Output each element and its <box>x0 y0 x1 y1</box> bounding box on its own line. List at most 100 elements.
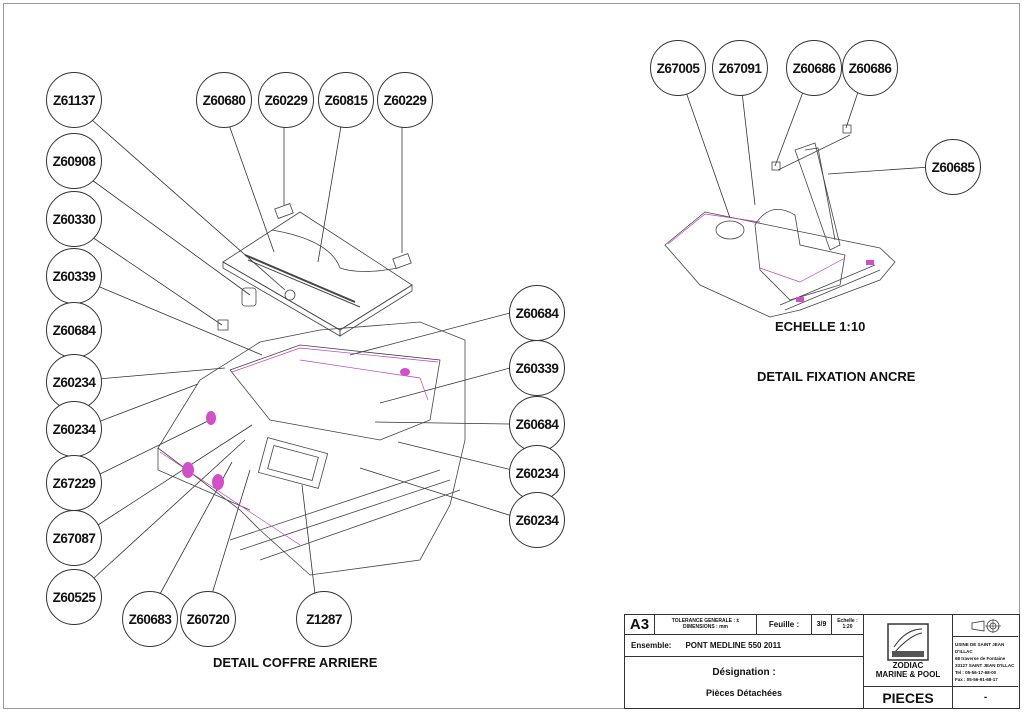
leader-line <box>774 91 804 167</box>
bracket-pin <box>777 134 851 171</box>
bolt <box>771 161 781 171</box>
leader-line <box>97 367 226 380</box>
drain-plug <box>182 462 194 478</box>
leader-line <box>91 236 223 326</box>
part-knob <box>284 289 296 301</box>
leader-line <box>97 424 253 526</box>
drawing-sheet <box>3 3 1020 709</box>
callout-bubble[interactable]: Z67091 <box>712 40 768 96</box>
part-cup <box>241 287 257 307</box>
rear-locker-assembly <box>157 203 466 576</box>
scale-label: Echelle : <box>837 618 858 624</box>
assembly-value: PONT MEDLINE 550 2011 <box>685 641 782 650</box>
leader-line <box>211 469 251 595</box>
leader-line <box>374 421 511 425</box>
leader-line <box>349 312 511 356</box>
revision-cell: - <box>983 692 988 704</box>
title-block: A3 TOLERANCE GENERALE : ± DIMENSIONS : m… <box>624 614 1020 709</box>
callout-bubble[interactable]: Z60720 <box>180 591 236 647</box>
company-name-line2: MARINE & POOL <box>875 669 941 679</box>
leader-line <box>317 125 342 263</box>
callout-bubble[interactable]: Z60234 <box>509 445 565 501</box>
doc-type-cell: PIECES <box>864 687 953 709</box>
callout-bubble[interactable]: Z60330 <box>46 191 102 247</box>
scale-caption: ECHELLE 1:10 <box>775 319 866 334</box>
address-line: 33127 SAINT JEAN D'ILLAC <box>955 663 1015 668</box>
leader-line <box>685 91 731 219</box>
leader-line <box>845 91 859 129</box>
designation-label: Désignation : <box>712 667 776 679</box>
callout-bubble[interactable]: Z60683 <box>122 591 178 647</box>
anchor-pivot <box>715 220 745 240</box>
storage-hatch <box>257 437 329 489</box>
leader-line <box>94 284 263 356</box>
sheet-label: Feuille : <box>757 615 812 635</box>
tolerance-cell: TOLERANCE GENERALE : ± DIMENSIONS : mm <box>655 615 757 635</box>
leader-line <box>359 467 513 517</box>
assembly-label: Ensemble: <box>631 641 672 650</box>
callout-bubble[interactable]: Z61137 <box>46 72 102 128</box>
highlight-fills <box>182 368 410 490</box>
drain-plug <box>212 474 224 490</box>
tolerance-line1: TOLERANCE GENERALE : ± <box>671 618 740 624</box>
callout-bubble[interactable]: Z60234 <box>46 401 102 457</box>
hinge <box>274 203 294 219</box>
designation-value: Pièces Détachées <box>705 688 783 699</box>
callout-bubble[interactable]: Z60680 <box>196 72 252 128</box>
projection-cell <box>953 615 1018 637</box>
address-line: Fax : 05-56-91-68-17 <box>955 677 998 682</box>
leader-line <box>301 484 316 595</box>
callout-bubble[interactable]: Z60815 <box>318 72 374 128</box>
leader-line <box>97 383 199 423</box>
callout-bubble[interactable]: Z60685 <box>925 139 981 195</box>
format-cell: A3 <box>625 615 655 635</box>
leader-lines <box>91 91 931 595</box>
callout-bubble[interactable]: Z67229 <box>46 455 102 511</box>
callout-bubble[interactable]: Z60684 <box>46 302 102 358</box>
callout-bubble[interactable]: Z60908 <box>46 133 102 189</box>
callout-bubble[interactable]: Z60229 <box>258 72 314 128</box>
address-line: 68 traverse de Fontaine <box>955 656 1006 661</box>
leader-line <box>91 119 286 291</box>
callout-bubble[interactable]: Z1287 <box>296 591 352 647</box>
callout-bubble[interactable]: Z60234 <box>509 492 565 548</box>
address-cell: USINE DE SAINT JEAN D'ILLAC 68 traverse … <box>953 637 1018 687</box>
callout-bubble[interactable]: Z60229 <box>377 72 433 128</box>
callout-bubble[interactable]: Z60339 <box>46 248 102 304</box>
drain-plug <box>206 411 216 425</box>
anchor-fixation-assembly <box>664 124 896 318</box>
leader-line <box>97 419 211 476</box>
anchor-bracket <box>794 142 841 251</box>
callout-bubble[interactable]: Z67087 <box>46 510 102 566</box>
callout-bubble[interactable]: Z67005 <box>650 40 706 96</box>
highlight-lines <box>159 347 439 546</box>
assembly-cell: Ensemble: PONT MEDLINE 550 2011 <box>625 635 864 657</box>
scale-value: 1:20 <box>842 623 853 630</box>
designation-cell: Désignation : Pièces Détachées <box>625 657 864 709</box>
tolerance-line2: DIMENSIONS : mm <box>682 623 728 630</box>
leader-line <box>397 441 513 471</box>
callout-bubble[interactable]: Z60234 <box>46 354 102 410</box>
callout-bubble[interactable]: Z60525 <box>46 569 102 625</box>
leader-line <box>741 91 756 206</box>
scale-cell: Echelle : 1:20 <box>832 615 864 635</box>
first-angle-projection-icon <box>971 618 1001 633</box>
leader-line <box>379 367 511 404</box>
anchor-well-body <box>664 211 896 318</box>
callout-bubble[interactable]: Z60686 <box>786 40 842 96</box>
callout-bubble[interactable]: Z60686 <box>842 40 898 96</box>
company-name-line1: ZODIAC <box>892 660 924 670</box>
hinge <box>392 253 412 269</box>
callout-bubble[interactable]: Z60684 <box>509 285 565 341</box>
locker-opening <box>229 344 441 441</box>
leader-line <box>91 179 251 296</box>
callout-bubble[interactable]: Z60339 <box>509 340 565 396</box>
left-view-title: DETAIL COFFRE ARRIERE <box>213 655 378 670</box>
part-clip <box>217 319 229 331</box>
zodiac-logo-icon <box>887 622 929 661</box>
callout-bubble[interactable]: Z60684 <box>509 396 565 452</box>
sheet-value: 3/9 <box>812 615 832 635</box>
hatch-lid <box>222 211 413 331</box>
address-line: Tel : 05-56-17-68-00 <box>955 670 997 675</box>
